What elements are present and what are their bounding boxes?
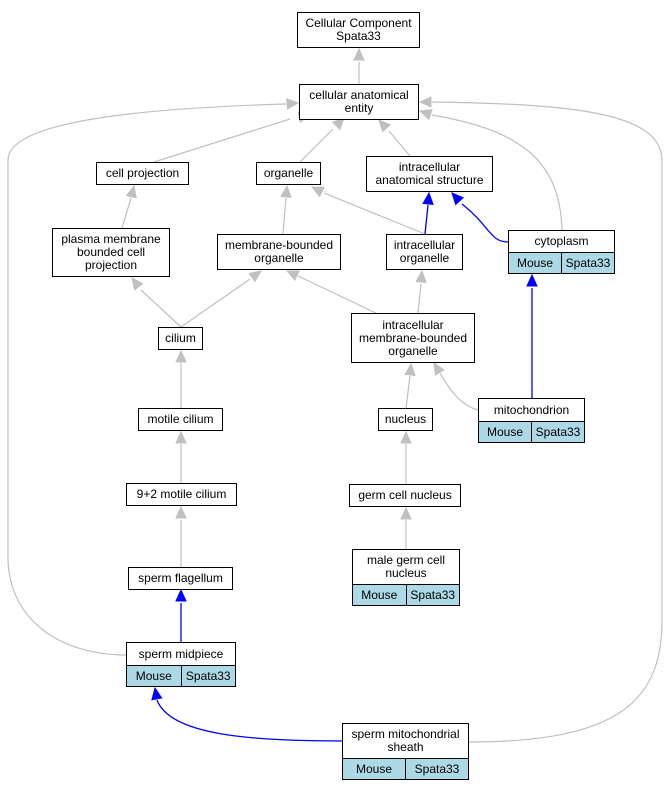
arrowhead-mbo-to-organelle	[280, 184, 292, 198]
edge-cytoplasm-to-ias	[461, 203, 509, 243]
node-cilium[interactable]: cilium	[158, 327, 203, 350]
species-tag[interactable]: Mouse	[127, 666, 181, 686]
node-label: cilium	[165, 331, 196, 345]
arrowhead-sperm_midpiece-to-sperm_flagellum	[175, 588, 187, 602]
annotation-tags: Mouse Spata33	[479, 421, 584, 442]
gene-tag[interactable]: Spata33	[561, 253, 614, 273]
node-label: Cellular Component Spata33	[305, 16, 412, 43]
node-sperm-flagellum[interactable]: sperm flagellum	[128, 567, 233, 590]
arrowhead-imbo-to-io	[415, 269, 427, 283]
node-label: intracellular membrane-bounded organelle	[358, 317, 468, 358]
node-nucleus[interactable]: nucleus	[378, 408, 433, 431]
annotation-tags: Mouse Spata33	[353, 584, 459, 605]
arrowhead-sperm_flagellum-to-nine_two	[175, 505, 187, 519]
node-plasma-membrane-bounded-cell-projection[interactable]: plasma membrane bounded cell projection	[52, 228, 170, 277]
edge-io-to-organelle	[323, 192, 426, 235]
node-label: cell projection	[105, 166, 180, 180]
edge-io-to-ias	[424, 204, 429, 235]
annotation-tags: Mouse Spata33	[127, 665, 235, 686]
node-sperm-mitochondrial-sheath[interactable]: sperm mitochondrial sheath Mouse Spata33	[342, 723, 469, 780]
node-male-germ-cell-nucleus[interactable]: male germ cell nucleus Mouse Spata33	[352, 549, 460, 606]
edge-mitochondrion-to-imbo	[439, 372, 479, 411]
node-label: nucleus	[384, 412, 427, 426]
node-membrane-bounded-organelle[interactable]: membrane-bounded organelle	[217, 234, 341, 270]
node-label: sperm flagellum	[138, 571, 223, 585]
node-label: male germ cell nucleus	[366, 553, 446, 580]
edge-ias-to-cae	[388, 130, 411, 157]
edge-imbo-to-io	[417, 283, 422, 314]
arrowhead-cytoplasm-to-ias	[451, 192, 465, 206]
node-cytoplasm[interactable]: cytoplasm Mouse Spata33	[508, 230, 615, 274]
arrowhead-imbo-to-mbo	[285, 270, 300, 282]
arrowhead-germ_nucleus-to-nucleus	[400, 430, 412, 444]
arrowhead-io-to-ias	[422, 191, 434, 205]
edge-sperm_midpiece-to-cae	[7, 103, 287, 656]
node-intracellular-organelle[interactable]: intracellular organelle	[386, 234, 463, 270]
edge-cell_projection-to-cae	[153, 118, 291, 163]
arrowhead-mitochondrion-to-imbo	[433, 361, 445, 376]
node-motile-cilium[interactable]: motile cilium	[138, 408, 223, 431]
node-label: intracellular anatomical structure	[375, 160, 484, 187]
node-label: sperm mitochondrial sheath	[351, 727, 460, 754]
arrowhead-motile_cilium-to-cilium	[175, 349, 187, 363]
edge-cytoplasm-to-cae	[431, 114, 563, 231]
node-label: cytoplasm	[534, 234, 589, 248]
species-tag[interactable]: Mouse	[343, 759, 405, 779]
arrowhead-nucleus-to-imbo	[404, 362, 416, 376]
node-label: plasma membrane bounded cell projection	[61, 232, 161, 272]
species-tag[interactable]: Mouse	[479, 422, 531, 442]
gene-tag[interactable]: Spata33	[180, 666, 235, 686]
gene-tag[interactable]: Spata33	[531, 422, 584, 442]
edges-layer	[7, 47, 663, 743]
node-label: 9+2 motile cilium	[136, 487, 227, 501]
arrowhead-cytoplasm-to-cae	[418, 109, 433, 121]
species-tag[interactable]: Mouse	[509, 253, 561, 273]
node-label: sperm midpiece	[138, 646, 224, 661]
annotation-tags: Mouse Spata33	[343, 758, 468, 779]
node-label: organelle	[263, 166, 314, 180]
arrowhead-nine_two-to-motile_cilium	[175, 430, 187, 444]
edge-sms-to-sperm_midpiece	[156, 699, 343, 742]
arrowhead-io-to-organelle	[310, 186, 325, 198]
node-mitochondrion[interactable]: mitochondrion Mouse Spata33	[478, 398, 585, 443]
edge-imbo-to-mbo	[297, 275, 377, 314]
arrowhead-cilium-to-pmbcp	[131, 277, 144, 291]
arrowhead-mitochondrion-to-cytoplasm	[526, 273, 538, 287]
node-cellular-anatomical-entity[interactable]: cellular anatomical entity	[299, 84, 419, 120]
arrowhead-sperm_midpiece-to-cae	[286, 98, 300, 110]
edge-organelle-to-cae	[299, 128, 334, 163]
species-tag[interactable]: Mouse	[353, 585, 406, 605]
node-germ-cell-nucleus[interactable]: germ cell nucleus	[349, 484, 461, 507]
edge-cilium-to-pmbcp	[140, 289, 182, 328]
arrowhead-sms-to-sperm_midpiece	[151, 686, 163, 701]
node-cellular-component[interactable]: Cellular Component Spata33	[297, 12, 420, 48]
edge-cilium-to-mbo	[180, 278, 251, 328]
node-label: motile cilium	[147, 412, 214, 426]
edge-nucleus-to-imbo	[405, 375, 411, 409]
annotation-tags: Mouse Spata33	[509, 252, 614, 273]
node-cell-projection[interactable]: cell projection	[96, 162, 189, 185]
edge-sms-to-cae	[431, 101, 663, 743]
node-sperm-midpiece[interactable]: sperm midpiece Mouse Spata33	[126, 642, 236, 687]
node-label: membrane-bounded organelle	[224, 238, 334, 265]
node-label: intracellular organelle	[393, 238, 456, 265]
arrowhead-cae-to-root	[353, 47, 365, 61]
node-label: germ cell nucleus	[358, 488, 452, 502]
arrowhead-organelle-to-cae	[331, 117, 345, 131]
node-label: mitochondrion	[493, 402, 570, 417]
arrowhead-pmbcp-to-cell_projection	[125, 184, 137, 199]
gene-tag[interactable]: Spata33	[405, 759, 468, 779]
arrowhead-male_germ-to-germ_nucleus	[400, 506, 412, 520]
arrowhead-cilium-to-mbo	[248, 270, 262, 283]
arrowhead-ias-to-cae	[378, 119, 392, 133]
node-organelle[interactable]: organelle	[256, 162, 321, 185]
node-intracellular-membrane-bounded-organelle[interactable]: intracellular membrane-bounded organelle	[351, 313, 475, 363]
edge-mbo-to-organelle	[282, 197, 287, 235]
gene-tag[interactable]: Spata33	[405, 585, 459, 605]
arrowhead-sms-to-cae	[418, 96, 432, 108]
node-9-2-motile-cilium[interactable]: 9+2 motile cilium	[126, 483, 237, 506]
node-intracellular-anatomical-structure[interactable]: intracellular anatomical structure	[366, 156, 493, 192]
edge-pmbcp-to-cell_projection	[121, 197, 132, 229]
node-label: cellular anatomical entity	[309, 88, 409, 115]
